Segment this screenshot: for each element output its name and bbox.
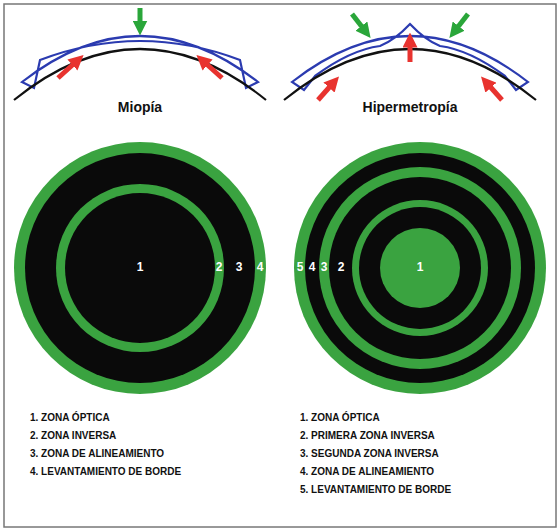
zone-legend-line: 1. ZONA ÓPTICA: [30, 412, 110, 423]
myopia-zones: [14, 142, 266, 394]
lens-title: Miopía: [118, 100, 162, 115]
hyperopia-zones: [294, 142, 546, 394]
frame: [4, 4, 556, 527]
zone-legend-line: 3. ZONA DE ALINEAMIENTO: [30, 448, 164, 459]
zone-legend-line: 1. ZONA ÓPTICA: [300, 412, 380, 423]
callout-number: 3: [321, 261, 328, 274]
zone-legend-line: 4. LEVANTAMIENTO DE BORDE: [30, 466, 181, 477]
myopia-lens: [14, 8, 266, 100]
callout-number: 2: [338, 261, 345, 274]
zone-legend-line: 3. SEGUNDA ZONA INVERSA: [300, 448, 439, 459]
callout-number: 4: [257, 261, 264, 274]
hyperopia-lens: [284, 14, 536, 100]
callout-number: 1: [137, 261, 144, 274]
callout-number: 1: [417, 261, 424, 274]
callout-number: 5: [297, 261, 304, 274]
callout-number: 4: [309, 261, 316, 274]
zone-legend-line: 5. LEVANTAMIENTO DE BORDE: [300, 484, 451, 495]
zone-legend-line: 2. PRIMERA ZONA INVERSA: [300, 430, 435, 441]
lens-title: Hipermetropía: [363, 100, 458, 115]
callout-number: 3: [236, 261, 243, 274]
zone-legend-line: 2. ZONA INVERSA: [30, 430, 116, 441]
callout-number: 2: [216, 261, 223, 274]
zone-legend-line: 4. ZONA DE ALINEAMIENTO: [300, 466, 434, 477]
